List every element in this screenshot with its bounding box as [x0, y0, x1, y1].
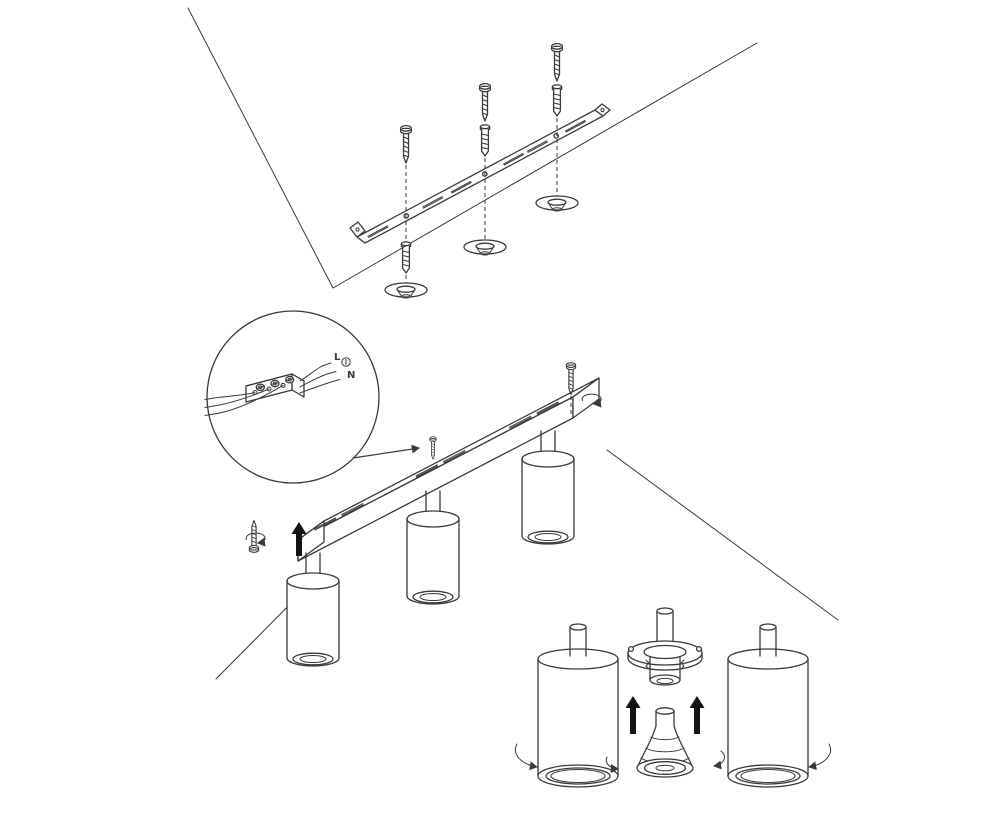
label-n: N: [347, 370, 355, 381]
gu10-bulb: [605, 707, 725, 778]
terminal-screws: [255, 375, 295, 392]
fastener-set-left: [384, 124, 428, 299]
wall-plug-icon: [479, 124, 491, 157]
bracket-slots: [367, 120, 586, 238]
fastener-set-right: [535, 42, 579, 212]
twist-arrow: [514, 743, 538, 771]
ceiling-edge-right: [606, 449, 839, 621]
detail-circle: [206, 310, 380, 484]
bracket-end-tab-left: [349, 221, 366, 238]
twist-arrow: [605, 756, 619, 774]
cover-cup-icon: [535, 195, 579, 212]
mounting-bracket: [349, 103, 611, 244]
cover-cup-icon: [463, 239, 507, 256]
left-end-fasteners: [246, 519, 307, 556]
screw-hole: [553, 133, 560, 139]
base-end-face-right: [572, 377, 600, 419]
fixture-mounting-step: L N: [204, 310, 839, 680]
bracket-end-tab-right: [594, 103, 611, 117]
spotlight-right: [521, 430, 575, 545]
end-screw-icon: [248, 519, 260, 553]
ring-screw: [695, 645, 703, 653]
earth-symbol-icon: [341, 357, 351, 367]
label-l: L: [334, 352, 341, 363]
cover-cup-icon: [384, 282, 428, 299]
insert-arrow-right: [689, 696, 705, 734]
detail-pointer-arrow: [352, 444, 420, 459]
ring-screw: [627, 645, 635, 653]
cable-clamp-screw-icon: [429, 436, 437, 460]
screw-icon: [478, 82, 492, 122]
wires-left: [204, 382, 286, 416]
attach-up-arrow: [291, 522, 307, 556]
ceiling-bracket-step: [187, 7, 758, 299]
insert-arrow-left: [625, 696, 641, 734]
shade-right: [727, 623, 832, 788]
spotlight-left: [286, 552, 340, 667]
wall-plug-icon: [400, 241, 412, 274]
spring-clip: [645, 659, 685, 670]
screw-icon: [399, 124, 413, 164]
wiring-detail: L N: [204, 310, 380, 484]
spotlight-middle: [406, 490, 460, 605]
right-end-fasteners: [565, 362, 601, 414]
twist-arrow: [808, 743, 832, 771]
tab-hole: [600, 107, 605, 113]
tab-hole: [355, 227, 360, 232]
terminal-block: [245, 373, 305, 403]
bulb-installation-step: [514, 607, 832, 788]
end-screw-icon: [565, 362, 577, 396]
ceiling-plane-edge: [187, 7, 758, 289]
shade-left: [514, 623, 619, 788]
socket-assembly: [627, 607, 703, 686]
wires-right: [299, 362, 341, 394]
twist-arrow: [713, 750, 725, 770]
base-slots: [313, 401, 560, 531]
screw-icon: [550, 42, 564, 82]
wall-plug-icon: [551, 84, 563, 117]
